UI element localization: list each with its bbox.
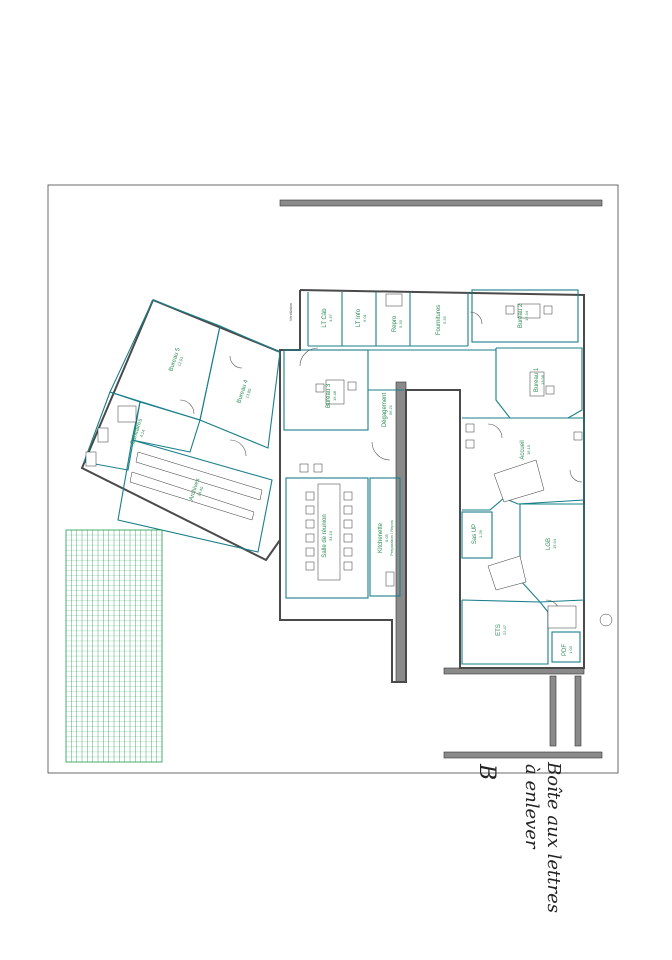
svg-text:56.21: 56.21 bbox=[388, 404, 393, 415]
svg-text:12.34: 12.34 bbox=[524, 310, 529, 321]
door-swings bbox=[179, 311, 583, 615]
svg-text:LT Câb: LT Câb bbox=[322, 308, 328, 328]
note-ventilation: Ventilation bbox=[288, 303, 293, 321]
handwritten-note: Boîte aux lettres à enlever B bbox=[474, 761, 564, 913]
svg-text:1.26: 1.26 bbox=[478, 529, 483, 538]
svg-text:13.80: 13.80 bbox=[244, 387, 252, 399]
svg-text:34.10: 34.10 bbox=[328, 530, 333, 541]
svg-text:5.55: 5.55 bbox=[442, 315, 447, 324]
svg-text:Préparation / Repos: Préparation / Repos bbox=[389, 520, 394, 556]
svg-text:LT Info: LT Info bbox=[356, 308, 362, 327]
svg-text:13.98: 13.98 bbox=[540, 374, 545, 385]
room-label-ets: ETS 22.47 bbox=[496, 624, 507, 636]
handwritten-marker: B bbox=[474, 763, 499, 780]
svg-text:PDF: PDF bbox=[562, 644, 568, 656]
svg-text:Sas UP: Sas UP bbox=[472, 524, 478, 544]
room-label-repro: Repro 5.33 bbox=[392, 315, 403, 332]
svg-text:Bureau 2: Bureau 2 bbox=[518, 303, 524, 328]
room-label-bureau-3: Bureau 3 15.48 bbox=[326, 383, 337, 408]
svg-text:15.48: 15.48 bbox=[332, 390, 337, 401]
svg-text:Accueil: Accueil bbox=[520, 440, 526, 459]
svg-text:Ventilation: Ventilation bbox=[288, 303, 293, 321]
svg-text:16.10: 16.10 bbox=[526, 444, 531, 455]
svg-text:6.01: 6.01 bbox=[362, 313, 367, 322]
handwritten-line-1: Boîte aux lettres bbox=[543, 761, 564, 913]
room-labels: LT Câb 4.57 LT Info 6.01 Repro 5.33 Four… bbox=[130, 303, 573, 656]
svg-text:8.05: 8.05 bbox=[384, 533, 389, 542]
room-label-kitchenette: Kitchenette 8.05 Préparation / Repos bbox=[378, 520, 394, 556]
room-label-lt-cab: LT Câb 4.57 bbox=[322, 308, 333, 328]
svg-text:24.40: 24.40 bbox=[196, 485, 204, 497]
room-label-bureau-4: Bureau 4 13.80 bbox=[236, 379, 252, 405]
room-label-sas-up: Sas UP 1.26 bbox=[472, 524, 483, 544]
svg-text:5.33: 5.33 bbox=[398, 319, 403, 328]
svg-text:Salle de réunion: Salle de réunion bbox=[322, 514, 328, 557]
room-label-bureau-5: Bureau 5 12.01 bbox=[168, 347, 184, 373]
exterior-walls bbox=[279, 199, 603, 759]
room-label-pdf: PDF 1.03 bbox=[562, 644, 573, 656]
svg-text:Bureau 1: Bureau 1 bbox=[534, 367, 540, 392]
svg-text:LGB: LGB bbox=[546, 538, 552, 550]
room-label-lgb: LGB 15.94 bbox=[546, 538, 557, 550]
svg-text:Fournitures: Fournitures bbox=[436, 305, 442, 335]
room-label-bureau-1: Bureau 1 13.98 bbox=[534, 367, 545, 392]
room-label-fournitures: Fournitures 5.55 bbox=[436, 305, 447, 335]
sheet-frame bbox=[47, 184, 619, 774]
room-label-accueil: Accueil 16.10 bbox=[520, 440, 531, 459]
svg-text:4.14: 4.14 bbox=[139, 428, 146, 438]
svg-text:Bureau 3: Bureau 3 bbox=[326, 383, 332, 408]
room-label-bureau-2: Bureau 2 12.34 bbox=[518, 303, 529, 328]
svg-text:Dégagement: Dégagement bbox=[382, 392, 388, 427]
area-schedule-table bbox=[65, 529, 163, 763]
svg-text:ETS: ETS bbox=[496, 624, 502, 636]
svg-text:1.03: 1.03 bbox=[568, 645, 573, 654]
furniture bbox=[85, 293, 613, 629]
svg-text:Repro: Repro bbox=[392, 315, 398, 332]
room-label-salle-reunion: Salle de réunion 34.10 bbox=[322, 514, 333, 557]
room-label-lt-info: LT Info 6.01 bbox=[356, 308, 367, 327]
svg-text:22.47: 22.47 bbox=[502, 624, 507, 635]
partitions bbox=[83, 289, 585, 665]
svg-text:4.57: 4.57 bbox=[328, 313, 333, 322]
svg-text:15.94: 15.94 bbox=[552, 538, 557, 549]
handwritten-line-2: à enlever bbox=[521, 764, 542, 850]
room-label-degagement: Dégagement 56.21 bbox=[382, 392, 393, 427]
svg-text:Kitchenette: Kitchenette bbox=[378, 522, 384, 553]
svg-text:12.01: 12.01 bbox=[176, 355, 184, 367]
